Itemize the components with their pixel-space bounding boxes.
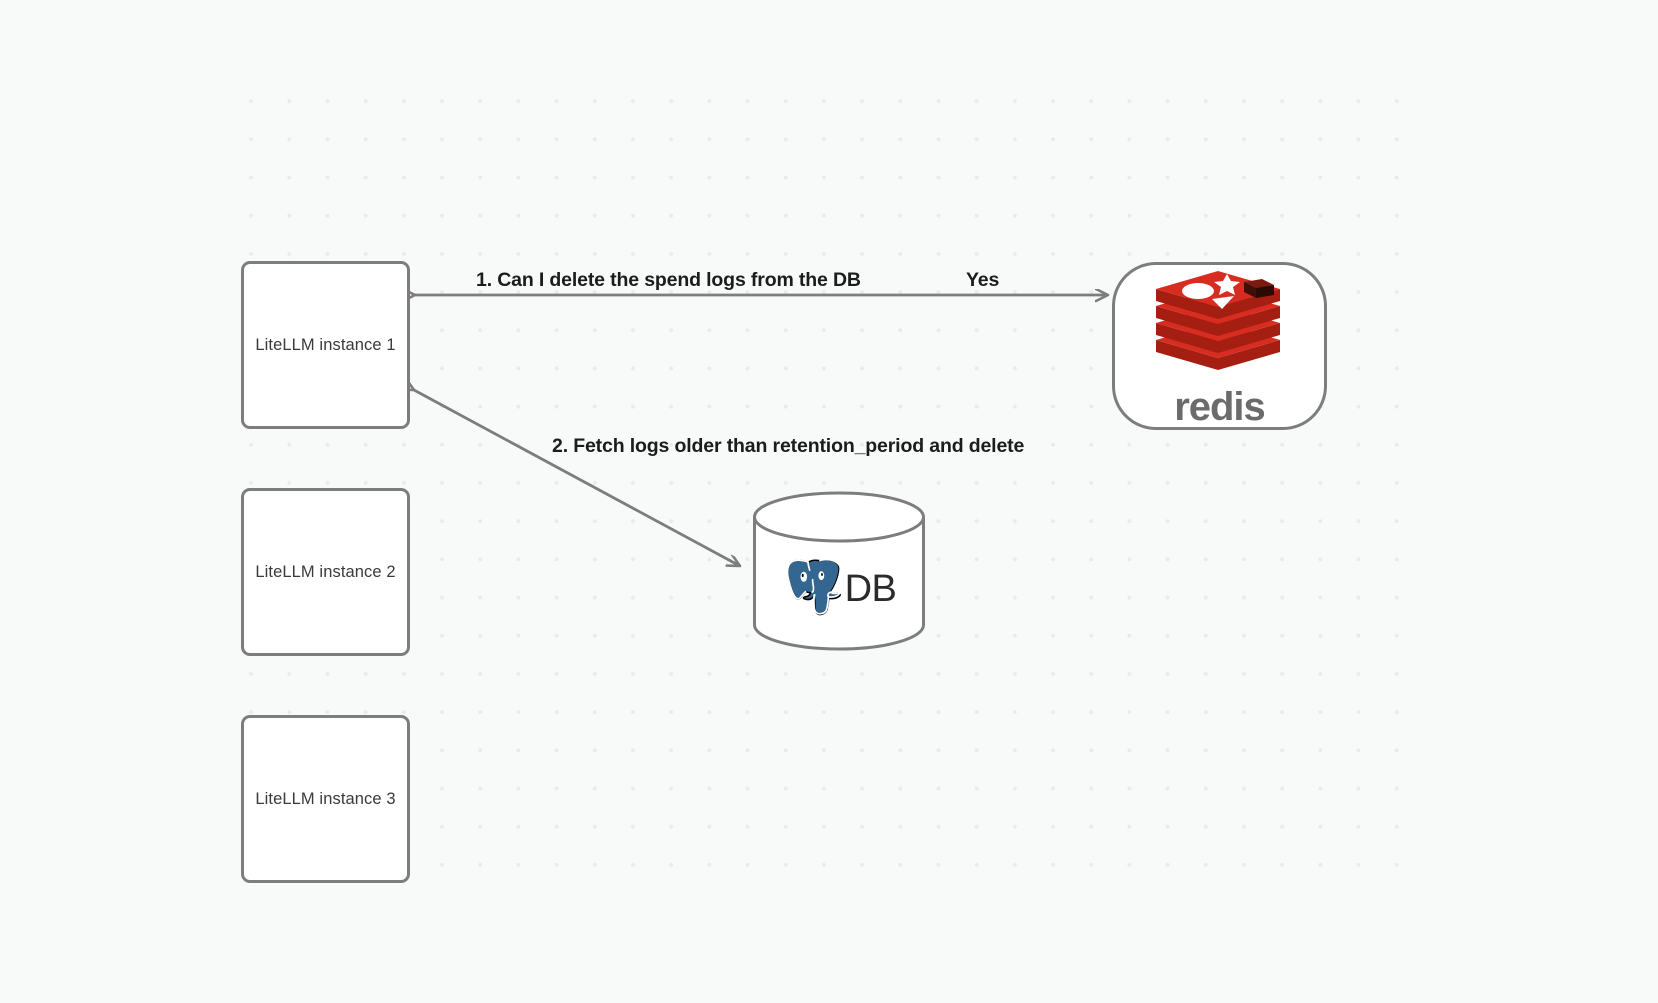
node-postgres-db[interactable]: DB	[752, 491, 926, 651]
node-litellm-instance-1[interactable]: LiteLLM instance 1	[241, 261, 410, 429]
edge-label-fetch-delete: 2. Fetch logs older than retention_perio…	[552, 435, 1025, 457]
db-label: DB	[844, 568, 897, 610]
redis-logo-icon	[1155, 270, 1280, 370]
node-litellm-instance-3[interactable]: LiteLLM instance 3	[241, 715, 410, 883]
edge-litellm1-db	[414, 390, 740, 566]
node-label: LiteLLM instance 3	[255, 789, 396, 808]
node-redis[interactable]: redis	[1112, 262, 1327, 430]
node-litellm-instance-2[interactable]: LiteLLM instance 2	[241, 488, 410, 656]
node-label: LiteLLM instance 2	[255, 562, 396, 581]
redis-wordmark: redis	[1174, 384, 1266, 429]
edge-label-reply: Yes	[966, 269, 1000, 291]
node-label: LiteLLM instance 1	[255, 335, 396, 354]
postgresql-elephant-icon	[784, 558, 843, 618]
db-cylinder-shape	[753, 491, 925, 651]
edge-label-question: 1. Can I delete the spend logs from the …	[476, 269, 861, 291]
